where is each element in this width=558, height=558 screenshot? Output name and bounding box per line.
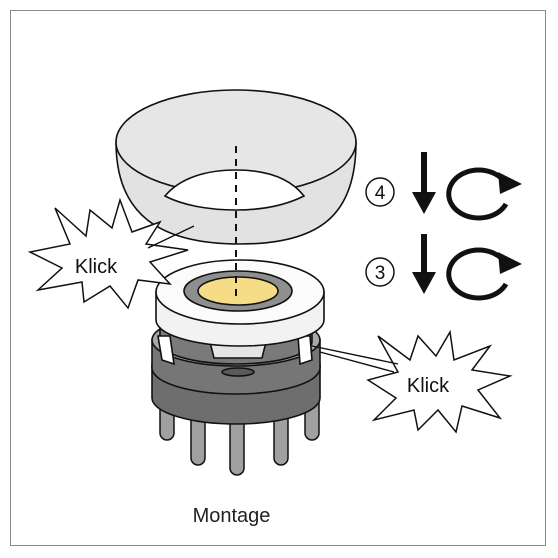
step-4: 4 [365, 152, 522, 221]
klick-label: Klick [407, 375, 450, 397]
step-number: 4 [375, 183, 386, 204]
arrow-down-icon [412, 152, 436, 214]
step-number-circle [365, 177, 395, 207]
rotate-clockwise-icon [446, 247, 509, 301]
klick-burst-left: Klick [27, 197, 189, 310]
step-number: 3 [375, 263, 386, 284]
arrow-down-icon [412, 234, 436, 294]
lamp-cap [155, 259, 325, 347]
starburst-shape [366, 329, 513, 434]
reflector-cone [115, 89, 357, 245]
lens [197, 276, 279, 306]
rotate-clockwise-icon [446, 167, 509, 221]
step-3: 3 [365, 234, 522, 301]
leader-lines [147, 225, 399, 373]
diagram-title: Montage [192, 505, 271, 527]
step-number-circle [365, 257, 395, 287]
starburst-shape [27, 197, 189, 310]
klick-burst-right: Klick [366, 329, 513, 434]
klick-label: Klick [75, 256, 118, 278]
